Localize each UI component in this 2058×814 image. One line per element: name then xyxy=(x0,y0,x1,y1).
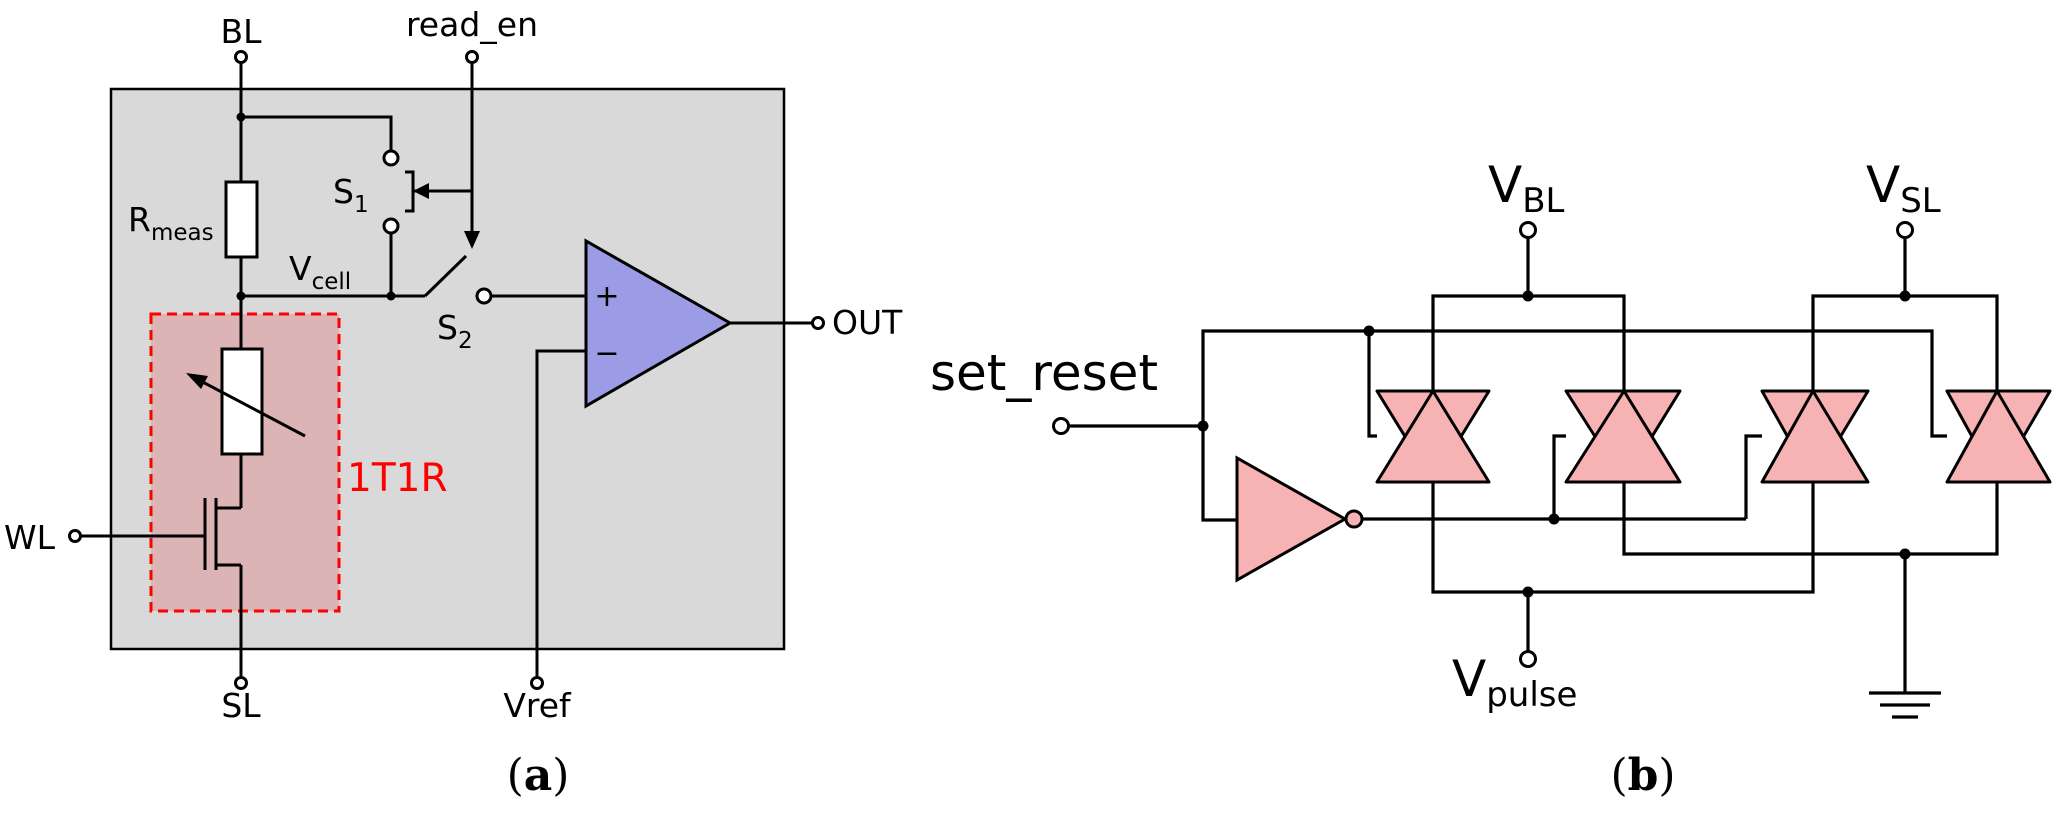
sl-label: SL xyxy=(221,686,261,725)
vsl-terminal xyxy=(1896,221,1914,239)
read-en-terminal xyxy=(465,50,479,64)
vpulse-junction xyxy=(1522,586,1534,598)
vcell-junction xyxy=(236,291,246,301)
set-reset-terminal xyxy=(1052,417,1070,435)
vsl-junction xyxy=(1899,290,1911,302)
ground-symbol xyxy=(1869,691,1941,719)
inverter-bubble xyxy=(1344,509,1364,529)
vref-terminal xyxy=(530,676,544,690)
vbl-junction xyxy=(1522,290,1534,302)
inverter xyxy=(1235,455,1349,583)
caption-b: (b) xyxy=(1610,750,1675,801)
caption-a: (a) xyxy=(507,750,570,801)
access-transistor xyxy=(80,498,243,680)
vbl-terminal xyxy=(1519,221,1537,239)
rmeas-label: Rmeas xyxy=(128,200,214,246)
s1-top-wire xyxy=(241,115,393,151)
vcell-label: Vcell xyxy=(289,249,351,295)
set-reset-bus-junction xyxy=(1363,325,1375,337)
read-en-arrowhead xyxy=(464,231,480,249)
panel-a: BL read_en S1 Rmeas Vcell S2 1T1R WL SL … xyxy=(4,5,903,801)
comparator-opamp xyxy=(584,238,734,409)
ground-junction xyxy=(1899,548,1911,560)
wl-label: WL xyxy=(4,518,56,557)
set-reset-bus xyxy=(1201,329,1947,438)
vref-wire xyxy=(535,349,586,648)
inverter-input-wire xyxy=(1201,426,1237,522)
transmission-gate-1 xyxy=(1375,389,1491,484)
out-label: OUT xyxy=(832,303,903,342)
vbl-label: VBL xyxy=(1488,156,1565,221)
transmission-gate-2 xyxy=(1564,389,1682,484)
bl-terminal xyxy=(234,50,248,64)
vsl-label: VSL xyxy=(1866,156,1941,221)
s2-switch xyxy=(423,254,586,305)
tg2-control-wire xyxy=(1552,434,1566,519)
s2-label: S2 xyxy=(437,308,473,354)
1t1r-label: 1T1R xyxy=(347,456,448,501)
ground-bus xyxy=(1622,482,1999,556)
read-en-label: read_en xyxy=(406,5,538,44)
tg1-control-wire xyxy=(1367,331,1377,438)
vpulse-label: Vpulse xyxy=(1452,650,1577,715)
vref-label: Vref xyxy=(503,686,572,725)
tg3-control-wire xyxy=(1744,434,1762,519)
set-reset-label: set_reset xyxy=(930,344,1158,402)
sl-terminal xyxy=(234,676,248,690)
bl-label: BL xyxy=(220,12,262,51)
vpulse-terminal xyxy=(1519,650,1537,668)
s1-s2-junction xyxy=(386,291,396,301)
transmission-gate-4 xyxy=(1945,389,2052,484)
bl-junction xyxy=(236,112,246,122)
panel-b: set_reset VBL VSL Vpulse (b) xyxy=(930,156,2052,801)
s1-label: S1 xyxy=(333,172,369,218)
opamp-minus-label: − xyxy=(594,336,619,371)
opamp-plus-label: + xyxy=(594,279,619,314)
inverted-signal-junction xyxy=(1548,513,1560,525)
out-terminal xyxy=(811,316,825,330)
wl-terminal xyxy=(68,529,82,543)
rmeas-resistor xyxy=(224,180,259,259)
vpulse-bus xyxy=(1431,482,1815,594)
vbl-bus xyxy=(1431,294,1626,391)
vsl-bus xyxy=(1811,294,1999,391)
s1-switch xyxy=(382,149,472,235)
transmission-gate-3 xyxy=(1760,389,1870,484)
